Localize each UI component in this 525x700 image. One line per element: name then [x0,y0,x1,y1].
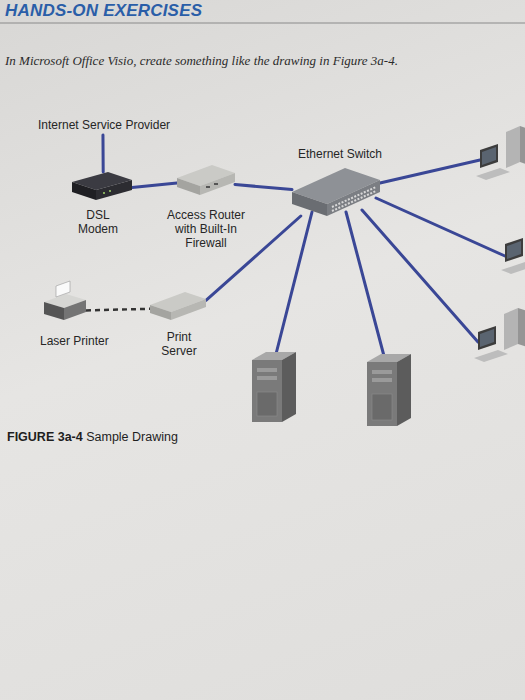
server-front [252,360,282,422]
provider-label-node: Internet Service Provider [38,117,183,135]
router-port [214,183,218,185]
network-cable [346,212,384,356]
network-cable [132,183,177,187]
server-tower-icon [367,354,411,426]
server-bay [257,376,277,380]
network-cable [235,185,292,190]
workstation-icon [474,308,525,362]
modem-node: DSL Modem [72,172,132,200]
print-server-icon [150,292,206,320]
server-bay [372,378,392,382]
server-side [397,354,411,426]
router-port [206,186,210,188]
monitor-screen [482,147,496,165]
router-side [177,178,200,195]
network-cable [101,135,104,172]
monitor [480,144,498,168]
device-label: Internet Service Provider [38,118,183,132]
pc-tower [506,126,520,168]
device-icons [44,126,525,426]
router-icon [177,165,235,195]
server-bay [372,370,392,374]
keyboard [474,350,508,362]
pc-tower [504,308,518,350]
modem-front [96,180,132,200]
section-heading: HANDS-ON EXERCISES [5,1,202,21]
monitor-screen [480,329,494,347]
server-grille [257,392,277,416]
server-grille [372,394,392,420]
device-label: Ethernet Switch [298,147,418,161]
router-front [200,173,235,195]
network-cable [380,160,480,183]
workstation-icon [476,126,525,180]
dsl-modem-icon [72,172,132,200]
switch-side [292,192,327,216]
server-tower-icon [252,352,296,422]
network-cable [362,210,478,342]
device-label: Laser Printer [40,334,140,348]
pc-tower-side [520,126,525,166]
print-server-front [171,299,206,320]
heading-rule [0,23,525,24]
dashed-cable [86,309,150,311]
workstation-icon [501,238,525,274]
switch-ports [332,187,376,207]
server-bay [257,368,277,372]
print-server-side [150,305,171,320]
switch-front [327,180,380,216]
monitor-screen [507,241,521,259]
keyboard [501,262,525,274]
print-server-node: Print Server [150,292,206,320]
switch-node: Ethernet Switch [292,168,380,216]
pc-tower-side [518,308,525,348]
printer-paper [56,281,70,297]
printer-front [64,300,86,320]
instruction-text: In Microsoft Office Visio, create someth… [5,53,515,69]
switch-ports [332,191,376,211]
printer-side [44,302,64,320]
router-node: Access Router with Built-In Firewall [177,165,235,195]
device-label: Print Server [156,330,202,358]
modem-side [72,182,96,200]
server-front [367,362,397,426]
keyboard [476,168,510,180]
status-light [109,190,111,192]
network-cables [276,160,505,356]
device-label: Access Router with Built-In Firewall [165,208,247,250]
caption-number: FIGURE 3a-4 [7,430,83,444]
status-light [103,192,105,194]
ethernet-switch-icon [292,168,380,216]
connector-layer [86,135,301,310]
monitor [505,238,523,262]
device-label: DSL Modem [75,208,121,236]
laser-printer-icon [44,281,86,320]
printer-node: Laser Printer [42,288,86,320]
figure-caption: FIGURE 3a-4 Sample Drawing [7,430,407,444]
server-side [282,352,296,422]
monitor [478,326,496,350]
